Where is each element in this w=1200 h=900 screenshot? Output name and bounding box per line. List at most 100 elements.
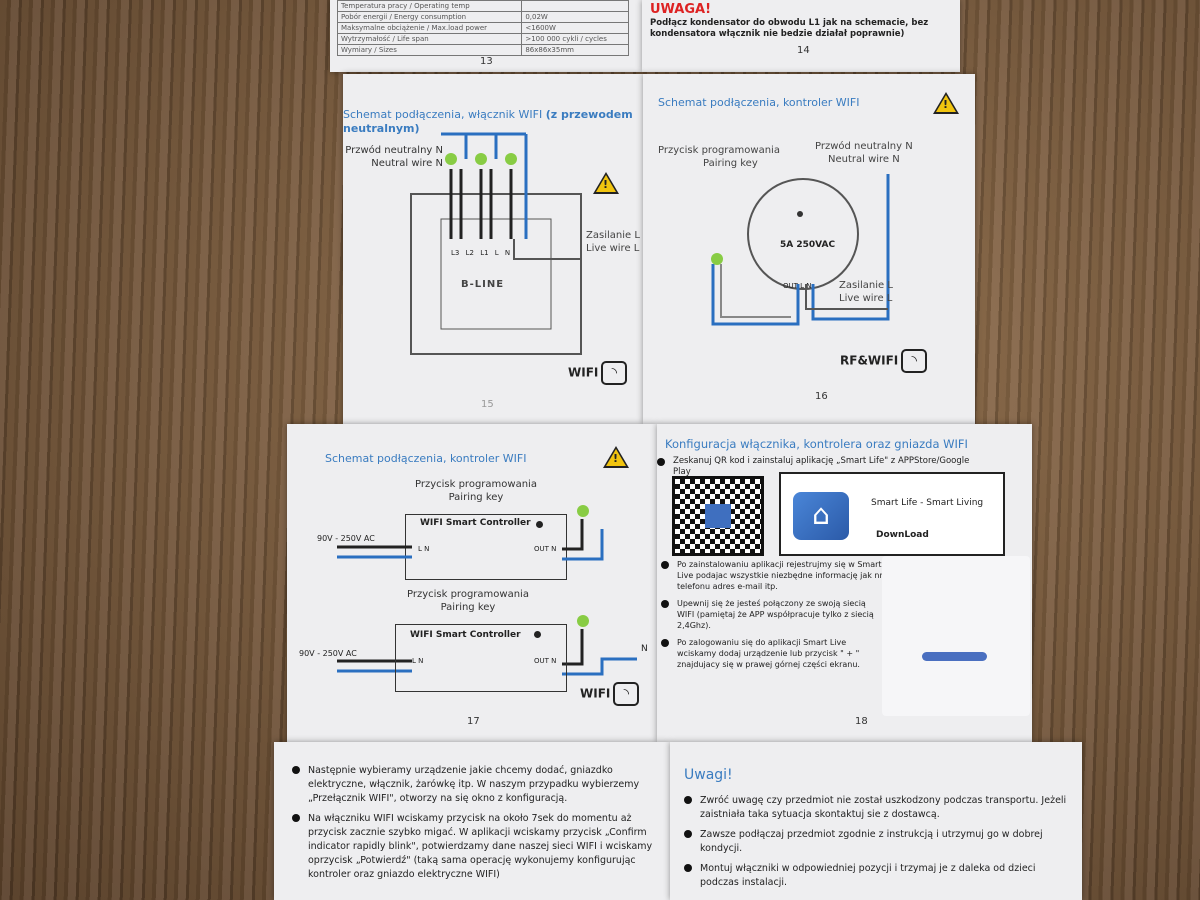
spec-table: Temperatura pracy / Operating temp Pobór… bbox=[336, 0, 629, 56]
out-terminals: OUT N bbox=[534, 545, 557, 553]
pairing-en: Pairing key bbox=[448, 492, 504, 503]
page-15: Schemat podłączenia, włącznik WIFI (z pr… bbox=[343, 74, 643, 424]
controller-wiring-diagram bbox=[711, 174, 890, 326]
title-text: Schemat podłączenia, włącznik WIFI bbox=[343, 108, 543, 121]
badge-text: RF&WIFI bbox=[840, 353, 899, 368]
terminal-labels: OUT L N bbox=[783, 282, 812, 290]
spec-cell: >100 000 cykli / cycles bbox=[521, 33, 629, 45]
qr-code bbox=[672, 476, 764, 556]
page-number: 15 bbox=[481, 399, 494, 410]
page-number: 14 bbox=[797, 45, 810, 56]
live-label: Zasilanie L Live wire L bbox=[586, 229, 640, 255]
neutral-label: Przwód neutralny N Neutral wire N bbox=[333, 144, 443, 170]
app-download-box: ⌂ Smart Life - Smart Living DownLoad bbox=[779, 472, 1005, 556]
terminal: OUT bbox=[783, 282, 798, 290]
spec-cell: Temperatura pracy / Operating temp bbox=[336, 0, 523, 12]
app-screenshot bbox=[882, 556, 1030, 716]
download-button[interactable]: DownLoad bbox=[876, 530, 929, 540]
page-number: 18 bbox=[855, 716, 868, 727]
controller-label: WIFI Smart Controller bbox=[410, 630, 521, 640]
neutral-pl: Przwód neutralny N bbox=[345, 145, 443, 156]
pairing-pl: Przycisk programowania bbox=[658, 145, 780, 156]
in-terminals: L N bbox=[412, 657, 424, 665]
bullet-list: Po zainstalowaniu aplikacji rejestrujmy … bbox=[661, 559, 883, 676]
page-14: UWAGA! Podłącz kondensator do obwodu L1 … bbox=[642, 0, 960, 72]
bullet-list: Następnie wybieramy urządzenie jakie chc… bbox=[292, 764, 662, 888]
badge-text: WIFI bbox=[568, 365, 599, 380]
pairing-key-dot bbox=[536, 521, 543, 528]
spec-cell: Wymiary / Sizes bbox=[336, 44, 523, 56]
controller-box-2: WIFI Smart Controller L N OUT N bbox=[395, 624, 567, 692]
warning-icon bbox=[603, 446, 629, 468]
bullet-item: Na włączniku WIFI wciskamy przycisk na o… bbox=[292, 812, 662, 882]
warning-icon bbox=[593, 172, 619, 194]
bullet-item: Zwróć uwagę czy przedmiot nie został usz… bbox=[684, 794, 1074, 822]
spec-cell: <1600W bbox=[521, 22, 629, 34]
app-icon-small bbox=[705, 504, 731, 528]
out-terminals: OUT N bbox=[534, 657, 557, 665]
live-en: Live wire L bbox=[586, 243, 640, 254]
terminal: L bbox=[494, 249, 499, 257]
spec-cell bbox=[521, 0, 629, 12]
wifi-icon: ◝ bbox=[613, 682, 640, 706]
terminal: N bbox=[504, 249, 511, 257]
live-label: Zasilanie L Live wire L bbox=[839, 279, 893, 305]
wifi-icon: ◝ bbox=[601, 361, 628, 385]
page-title: Schemat podłączenia, włącznik WIFI (z pr… bbox=[343, 108, 633, 136]
switch-wiring-diagram bbox=[410, 132, 582, 355]
wifi-badge: WIFI◝ bbox=[568, 361, 628, 385]
brand-logo: B-LINE bbox=[461, 279, 505, 290]
page-17: Schemat podłączenia, kontroler WIFI Przy… bbox=[287, 424, 657, 742]
page-13: Temperatura pracy / Operating temp Pobór… bbox=[330, 0, 642, 72]
warning-title: UWAGA! bbox=[650, 2, 712, 17]
spec-cell: 86x86x35mm bbox=[521, 44, 629, 56]
add-device-button-image bbox=[922, 652, 987, 661]
bullet-item: Montuj włączniki w odpowiedniej pozycji … bbox=[684, 862, 1074, 890]
warning-icon bbox=[933, 92, 959, 114]
bullet-item: Po zalogowaniu się do aplikacji Smart Li… bbox=[661, 637, 883, 670]
rating-label: 5A 250VAC bbox=[780, 240, 836, 250]
neutral-pl: Przwód neutralny N bbox=[815, 141, 913, 152]
page-number: 13 bbox=[480, 56, 493, 67]
smart-life-app-icon: ⌂ bbox=[793, 492, 849, 540]
voltage-label: 90V - 250V AC bbox=[299, 649, 357, 658]
page-title: Uwagi! bbox=[684, 767, 733, 783]
controller-label: WIFI Smart Controller bbox=[420, 518, 531, 528]
bullet-list: Zwróć uwagę czy przedmiot nie został usz… bbox=[684, 794, 1074, 896]
live-en: Live wire L bbox=[839, 293, 893, 304]
voltage-label: 90V - 250V AC bbox=[317, 534, 375, 543]
terminal: L3 bbox=[451, 249, 460, 257]
rf-wifi-badge: RF&WIFI◝ bbox=[840, 349, 928, 373]
page-19: Następnie wybieramy urządzenie jakie chc… bbox=[274, 742, 670, 900]
live-pl: Zasilanie L bbox=[839, 280, 893, 291]
live-pl: Zasilanie L bbox=[586, 230, 640, 241]
terminal: L2 bbox=[465, 249, 474, 257]
pairing-en: Pairing key bbox=[440, 602, 496, 613]
page-number: 16 bbox=[815, 391, 828, 402]
page-20: Uwagi! Zwróć uwagę czy przedmiot nie zos… bbox=[670, 742, 1082, 900]
neutral-en: Neutral wire N bbox=[371, 158, 443, 169]
terminal: L1 bbox=[480, 249, 489, 257]
pairing-en: Pairing key bbox=[703, 158, 758, 169]
bullet-item: Po zainstalowaniu aplikacji rejestrujmy … bbox=[661, 559, 883, 592]
pairing-key-dot bbox=[534, 631, 541, 638]
neutral-label: N bbox=[641, 644, 648, 654]
wifi-badge: WIFI◝ bbox=[580, 682, 640, 706]
bullet-item: Następnie wybieramy urządzenie jakie chc… bbox=[292, 764, 662, 806]
page-16: Schemat podłączenia, kontroler WIFI Przy… bbox=[643, 74, 975, 424]
warning-text: Podłącz kondensator do obwodu L1 jak na … bbox=[650, 18, 929, 39]
page-18: Konfiguracja włącznika, kontrolera oraz … bbox=[657, 424, 1032, 742]
spec-cell: Wytrzymałość / Life span bbox=[336, 33, 523, 45]
page-number: 17 bbox=[467, 716, 480, 727]
page-title: Konfiguracja włącznika, kontrolera oraz … bbox=[665, 437, 968, 451]
pairing-pl: Przycisk programowania bbox=[407, 589, 529, 600]
title-bold: (z przewodem neutralnym) bbox=[343, 108, 633, 135]
bullet-list: Zeskanuj QR kod i zainstaluj aplikację „… bbox=[657, 456, 987, 484]
terminal: L bbox=[800, 282, 805, 290]
in-terminals: L N bbox=[418, 545, 430, 553]
controller-wiring-lines bbox=[337, 505, 637, 676]
bullet-item: Zawsze podłączaj przedmiot zgodnie z ins… bbox=[684, 828, 1074, 856]
